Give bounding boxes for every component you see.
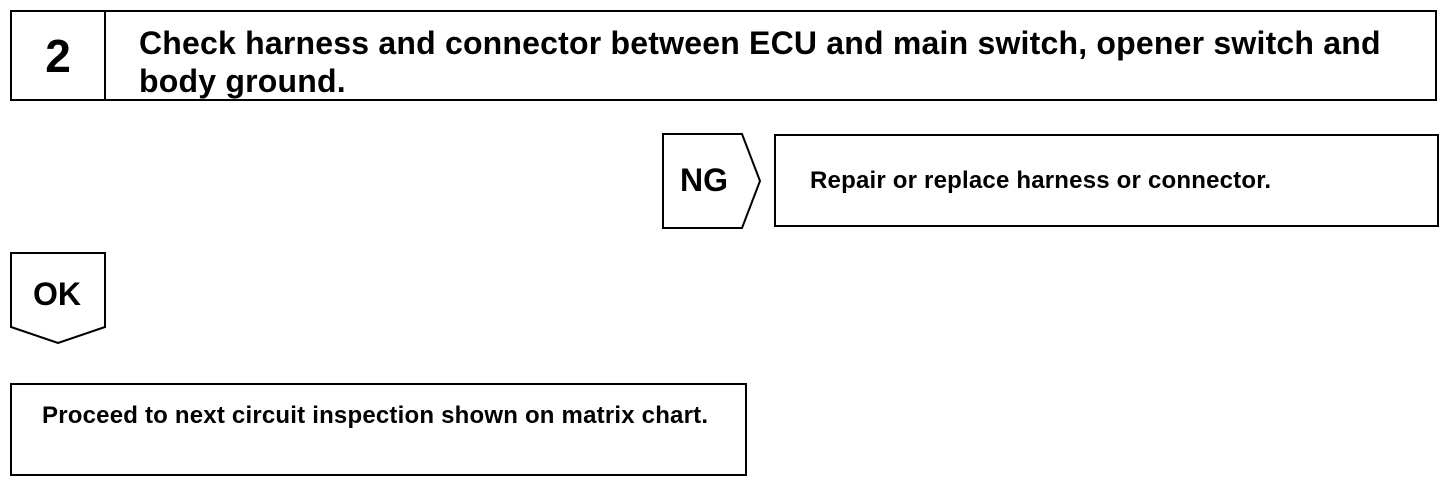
ng-arrow-tag: [662, 133, 762, 229]
ng-result-box: Repair or replace harness or connector.: [774, 134, 1439, 227]
step-number: 2: [12, 12, 106, 99]
ok-label: OK: [33, 275, 81, 312]
ng-result-text: Repair or replace harness or connector.: [810, 166, 1272, 194]
ok-arrow-tag: [10, 252, 106, 344]
ok-result-box: Proceed to next circuit inspection shown…: [10, 383, 747, 476]
step-header-box: 2 Check harness and connector between EC…: [10, 10, 1437, 101]
step-title: Check harness and connector between ECU …: [139, 25, 1381, 99]
ok-result-text: Proceed to next circuit inspection shown…: [42, 402, 709, 429]
ng-label: NG: [680, 161, 728, 198]
